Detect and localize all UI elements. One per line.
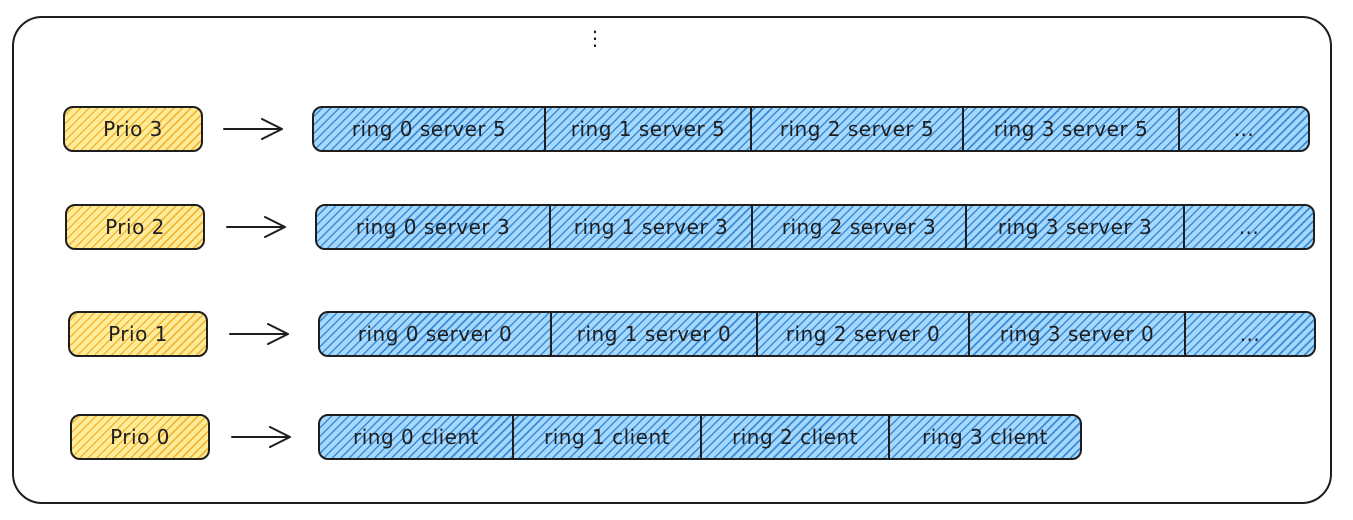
prio-label: Prio 3 <box>103 117 163 141</box>
queue-cell-label: ring 1 server 5 <box>570 117 726 141</box>
priority-row-2: Prio 2 ring 0 server 3 ring 1 server 3 r… <box>0 204 1353 252</box>
queue-cell-label: ... <box>1239 322 1261 346</box>
queue-cell: ring 1 server 5 <box>546 108 752 150</box>
diagram-frame <box>12 16 1332 504</box>
queue-cell: ring 3 server 3 <box>967 206 1185 248</box>
arrow-icon <box>228 319 292 349</box>
queue-cell-label: ring 0 server 5 <box>351 117 507 141</box>
queue-cell: ring 0 server 0 <box>320 313 552 355</box>
queue-cell: ring 2 server 3 <box>753 206 967 248</box>
queue-cell-label: ring 3 server 0 <box>999 322 1155 346</box>
queue-cell-label: ring 1 server 0 <box>576 322 732 346</box>
priority-row-3: Prio 3 ring 0 server 5 ring 1 server 5 r… <box>0 106 1353 154</box>
queue-cell: ring 3 server 0 <box>970 313 1186 355</box>
queue-cell: ring 2 server 5 <box>752 108 964 150</box>
queue-cell: ring 3 client <box>890 416 1080 458</box>
queue-cell-label: ring 2 client <box>731 425 859 449</box>
queue-cell: ring 1 client <box>514 416 702 458</box>
ring-queue: ring 0 server 5 ring 1 server 5 ring 2 s… <box>312 106 1310 152</box>
priority-row-1: Prio 1 ring 0 server 0 ring 1 server 0 r… <box>0 311 1353 359</box>
queue-cell-label: ring 2 server 0 <box>785 322 941 346</box>
queue-cell-label: ring 2 server 5 <box>779 117 935 141</box>
vertical-ellipsis: ⋮ <box>585 26 605 50</box>
queue-cell-label: ring 1 client <box>543 425 671 449</box>
arrow-icon <box>225 212 289 242</box>
ring-queue: ring 0 server 0 ring 1 server 0 ring 2 s… <box>318 311 1316 357</box>
queue-cell: ring 2 client <box>702 416 890 458</box>
prio-box: Prio 0 <box>70 414 210 460</box>
queue-cell-label: ring 0 client <box>352 425 480 449</box>
prio-label: Prio 0 <box>110 425 170 449</box>
arrow-icon <box>230 422 294 452</box>
queue-cell-label: ring 0 server 0 <box>357 322 513 346</box>
queue-cell: ring 0 client <box>320 416 514 458</box>
queue-cell: ... <box>1180 108 1308 150</box>
prio-label: Prio 2 <box>105 215 165 239</box>
prio-box: Prio 1 <box>68 311 208 357</box>
queue-cell: ... <box>1185 206 1313 248</box>
queue-cell-label: ring 3 server 3 <box>997 215 1153 239</box>
queue-cell-label: ... <box>1233 117 1255 141</box>
queue-cell: ring 3 server 5 <box>964 108 1180 150</box>
queue-cell: ring 1 server 3 <box>551 206 753 248</box>
queue-cell: ring 0 server 5 <box>314 108 546 150</box>
queue-cell: ring 0 server 3 <box>317 206 551 248</box>
queue-cell: ring 1 server 0 <box>552 313 758 355</box>
ring-queue: ring 0 server 3 ring 1 server 3 ring 2 s… <box>315 204 1315 250</box>
queue-cell-label: ring 3 server 5 <box>993 117 1149 141</box>
queue-cell-label: ring 2 server 3 <box>781 215 937 239</box>
prio-box: Prio 3 <box>63 106 203 152</box>
queue-cell-label: ring 1 server 3 <box>573 215 729 239</box>
prio-box: Prio 2 <box>65 204 205 250</box>
queue-cell: ... <box>1186 313 1314 355</box>
queue-cell-label: ... <box>1238 215 1260 239</box>
ring-queue: ring 0 client ring 1 client ring 2 clien… <box>318 414 1082 460</box>
queue-cell-label: ring 0 server 3 <box>355 215 511 239</box>
queue-cell-label: ring 3 client <box>921 425 1049 449</box>
arrow-icon <box>222 114 286 144</box>
prio-label: Prio 1 <box>108 322 168 346</box>
queue-cell: ring 2 server 0 <box>758 313 970 355</box>
priority-row-0: Prio 0 ring 0 client ring 1 client ring … <box>0 414 1353 462</box>
